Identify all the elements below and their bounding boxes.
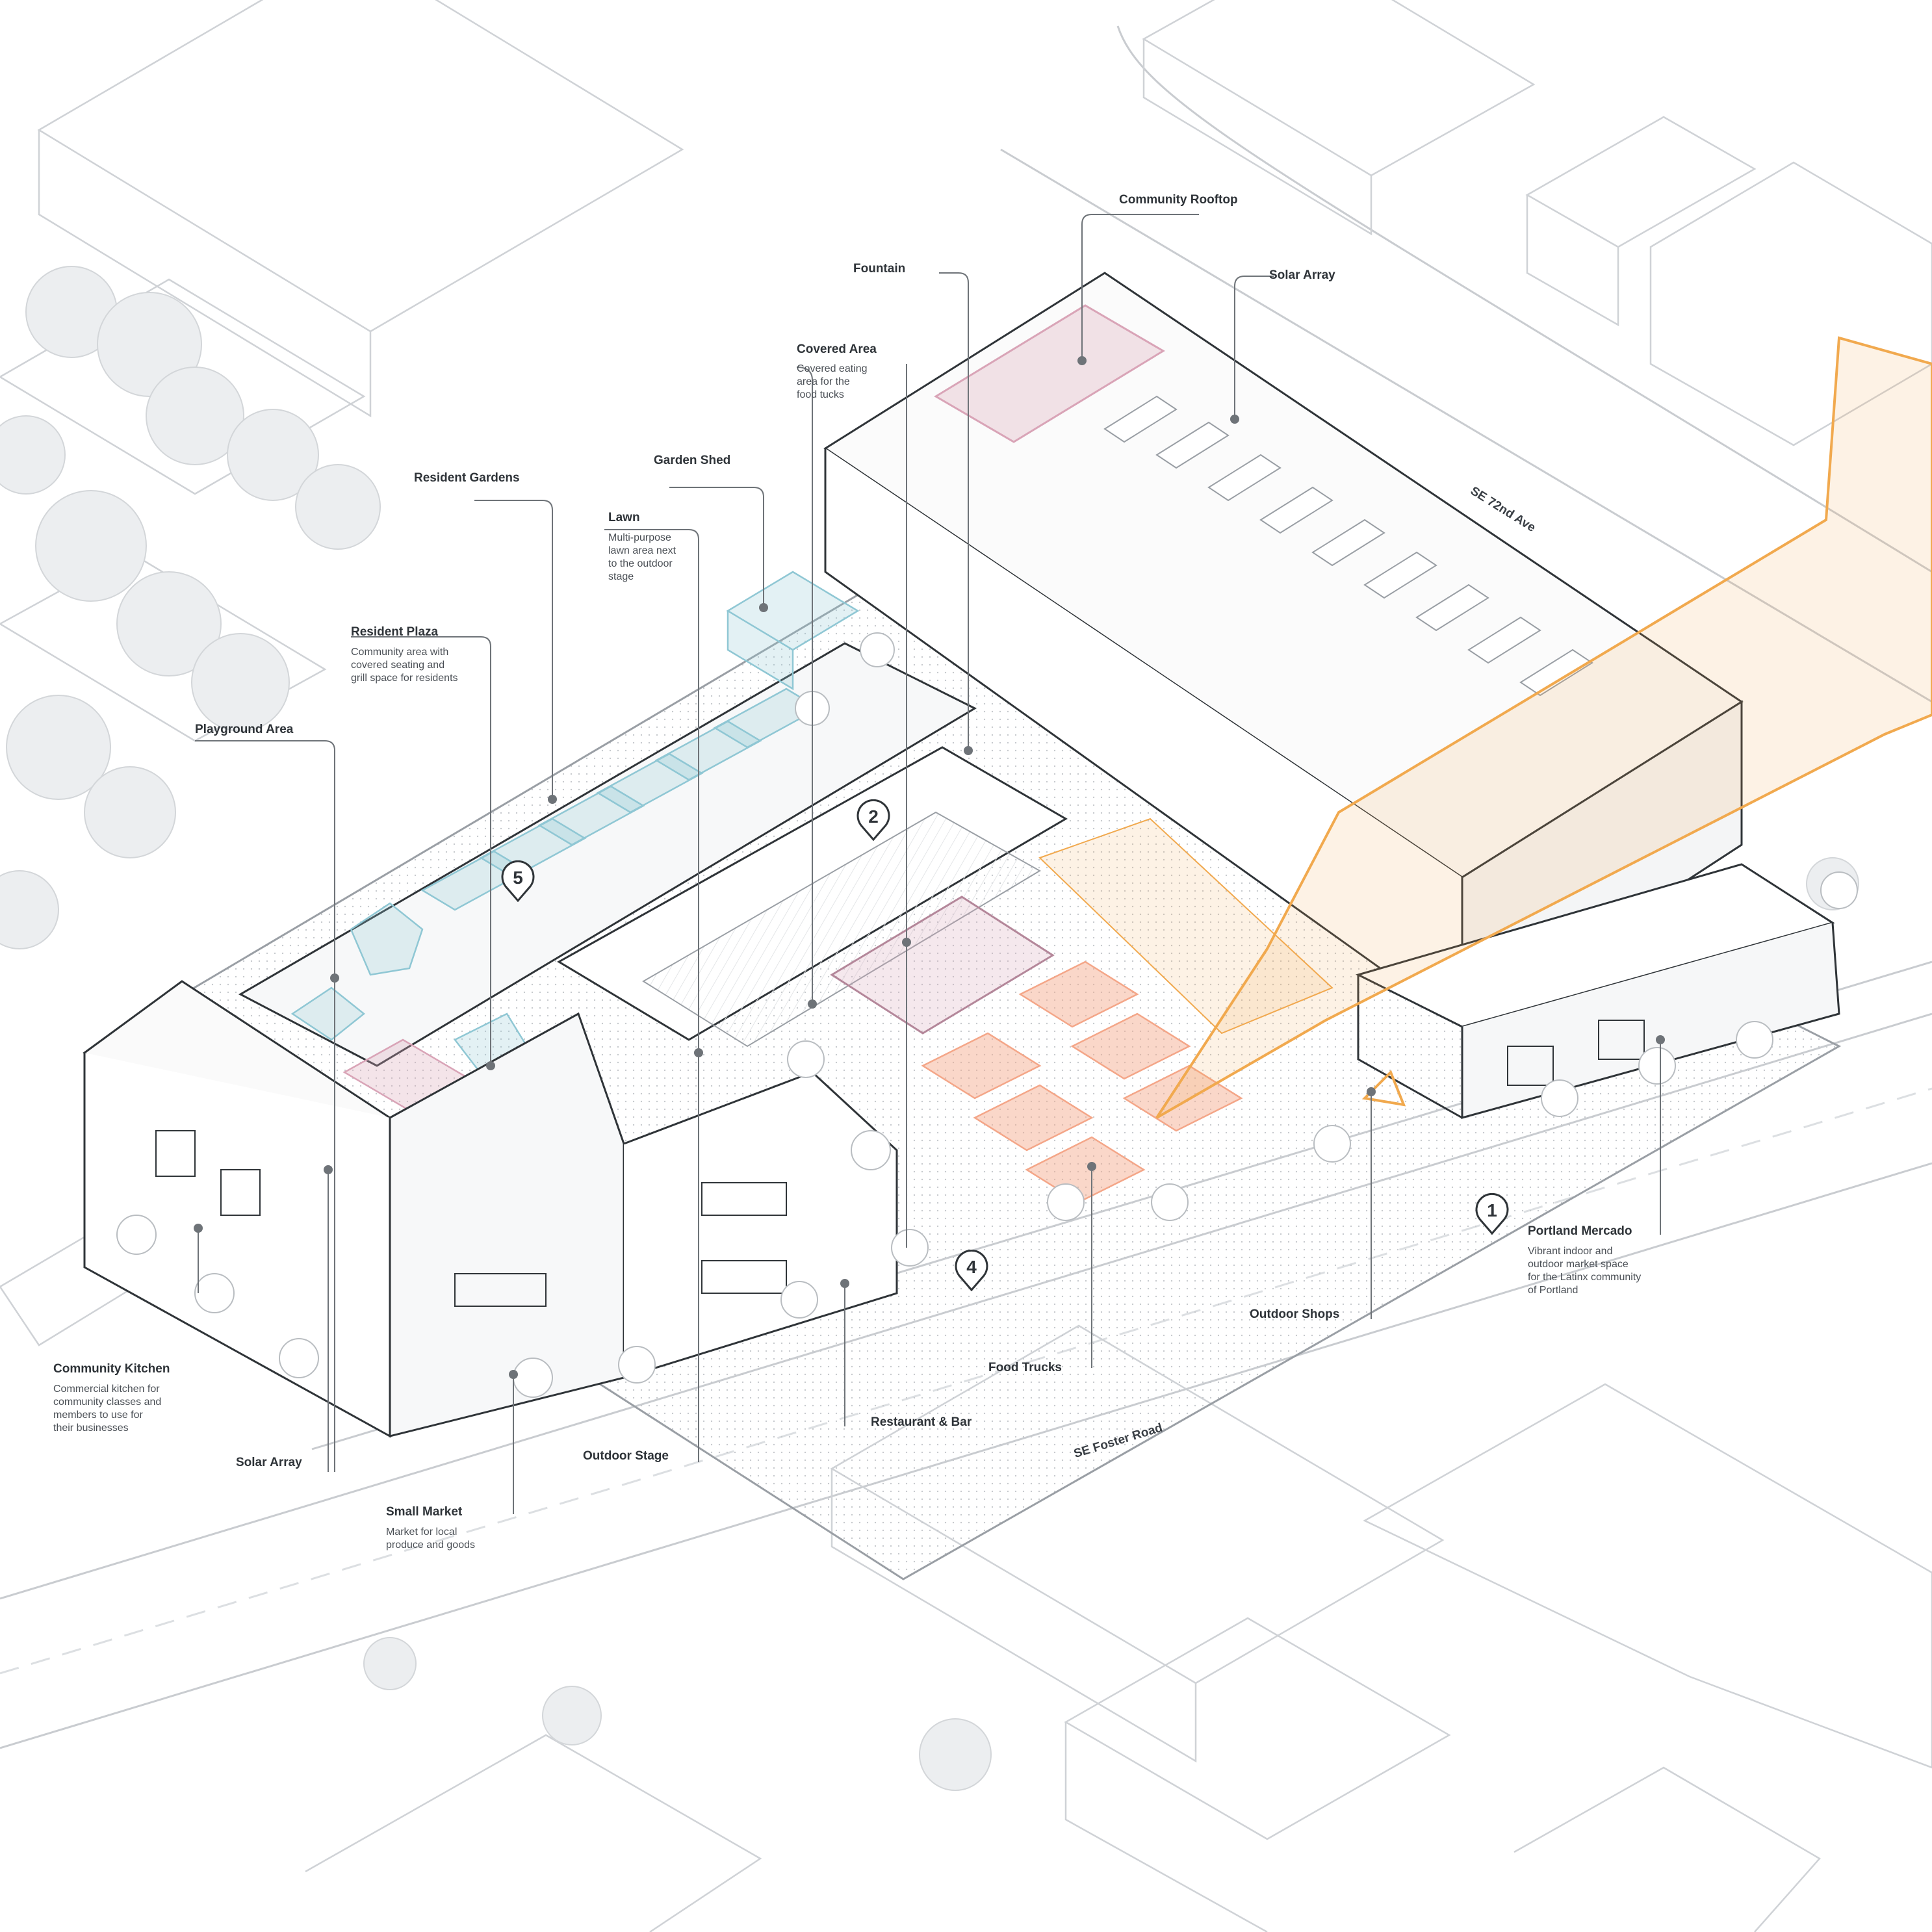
road-se-72nd [1000, 25, 1932, 703]
context-trees [0, 266, 1859, 1791]
label-community-kitchen: Community Kitchen [53, 1362, 170, 1376]
label-garden-shed: Garden Shed [654, 454, 731, 467]
label-resident-gardens: Resident Gardens [414, 471, 520, 485]
sidewalk-trees [116, 632, 1858, 1398]
label-solar-array-top: Solar Array [1269, 268, 1335, 282]
resident-garden-strip [238, 571, 977, 1139]
desc-small-market: Market for local produce and goods [386, 1526, 475, 1551]
marker-2: 2 [856, 799, 891, 842]
label-food-trucks: Food Trucks [988, 1361, 1062, 1374]
desc-lawn: Multi-purpose lawn area next to the outd… [608, 532, 676, 582]
marker-1: 1 [1475, 1192, 1510, 1235]
marker-5: 5 [500, 860, 535, 903]
leader-dots [194, 356, 1665, 1379]
label-restaurant-bar: Restaurant & Bar [871, 1415, 972, 1429]
label-fountain: Fountain [853, 262, 906, 276]
label-small-market: Small Market [386, 1505, 463, 1519]
label-outdoor-shops: Outdoor Shops [1250, 1307, 1340, 1321]
label-outdoor-stage: Outdoor Stage [583, 1449, 669, 1463]
label-covered-area: Covered Area [797, 342, 877, 356]
label-solar-array-bottom: Solar Array [236, 1456, 302, 1469]
label-portland-mercado: Portland Mercado [1528, 1224, 1632, 1238]
marker-4: 4 [954, 1249, 989, 1292]
orange-pathway [1155, 336, 1932, 1119]
label-lawn: Lawn [608, 511, 640, 524]
label-community-rooftop: Community Rooftop [1119, 193, 1238, 207]
desc-resident-plaza: Community area with covered seating and … [351, 647, 458, 684]
food-trucks-area [830, 818, 1333, 1204]
desc-covered-area: Covered eating area for the food tucks [797, 363, 868, 400]
label-playground-area: Playground Area [195, 723, 294, 736]
desc-community-kitchen: Commercial kitchen for community classes… [53, 1384, 162, 1434]
label-resident-plaza: Resident Plaza [351, 625, 439, 639]
leader-lines [195, 214, 1661, 1514]
desc-portland-mercado: Vibrant indoor and outdoor market space … [1528, 1246, 1642, 1296]
south-buildings [83, 980, 898, 1438]
